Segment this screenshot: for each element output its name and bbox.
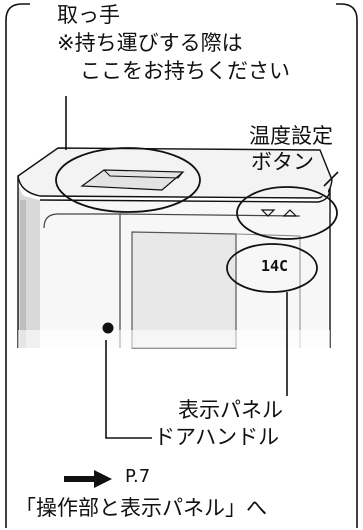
- display-readout: 14C: [261, 257, 289, 275]
- handle-note-line1: ※持ち運びする際は: [57, 31, 243, 55]
- display-panel-label: 表示パネル: [178, 398, 283, 422]
- temp-button-leader-line: [323, 171, 339, 187]
- right-arrow-icon: [64, 470, 112, 488]
- fridge-body: [17, 147, 333, 349]
- display-callout-ellipse: [226, 243, 318, 293]
- door-handle-dot: [102, 322, 114, 334]
- handle-note-line2: ここをお持ちください: [80, 59, 290, 83]
- temp-button-label-line1: 温度設定: [249, 124, 333, 148]
- door-handle-leader-line: [105, 340, 152, 439]
- handle-callout-ellipse: [55, 147, 201, 213]
- reference-section[interactable]: 「操作部と表示パネル」へ: [15, 496, 267, 520]
- temp-button-label-line2: ボタン: [251, 150, 314, 174]
- frame-border: [5, 3, 358, 528]
- handle-title: 取っ手: [57, 3, 120, 27]
- temp-button-callout-ellipse: [236, 186, 338, 240]
- temperature-buttons: [260, 209, 298, 217]
- reference-page[interactable]: P.7: [125, 466, 151, 487]
- door-handle-label: ドアハンドル: [154, 425, 280, 449]
